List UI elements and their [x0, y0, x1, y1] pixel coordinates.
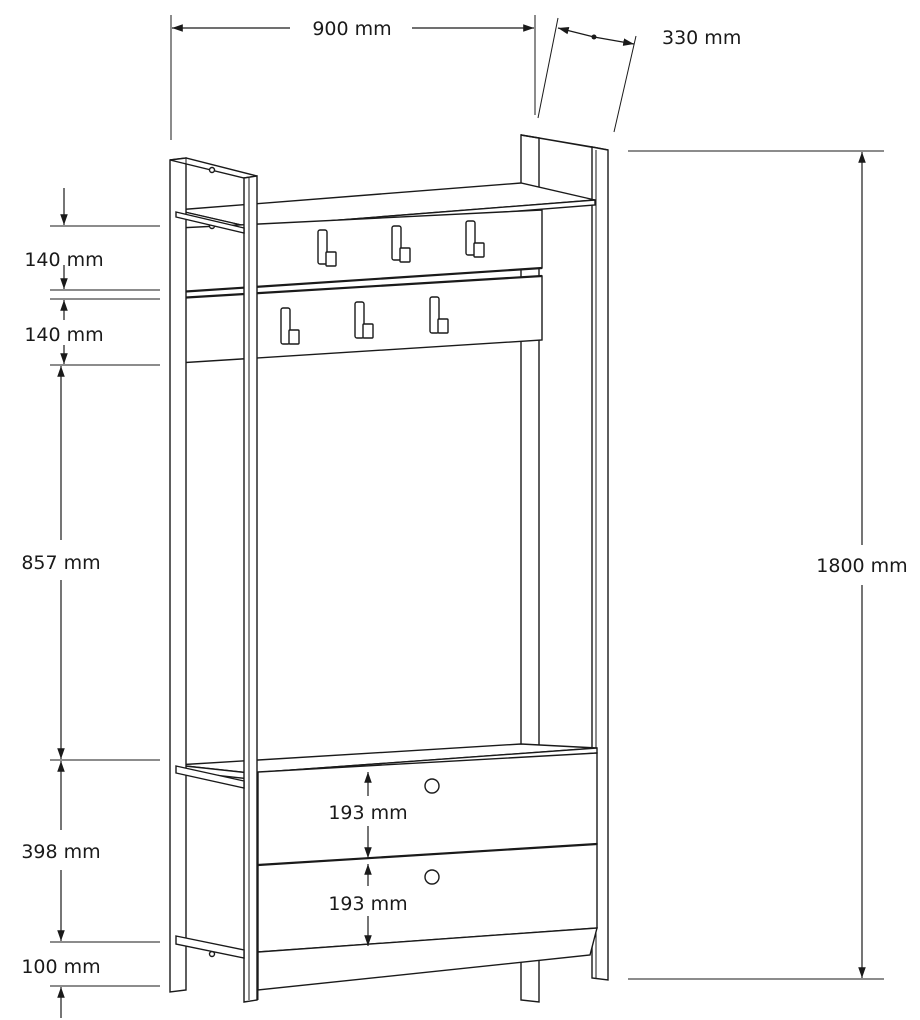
hook-icon — [354, 301, 374, 339]
depth-label: 330 mm — [662, 27, 741, 49]
hook-icon — [280, 307, 300, 345]
upper-hooks — [317, 220, 485, 267]
drawer-bottom — [257, 842, 598, 953]
height-dimension: 1800 mm — [628, 150, 908, 980]
front-left-post — [169, 157, 258, 1003]
hall-stand — [169, 134, 609, 1003]
left-dimensions: 140 mm 140 mm 857 mm 398 mm 100 mm — [21, 188, 160, 1018]
panel-bottom-label: 140 mm — [24, 324, 103, 346]
upper-hook-panel — [177, 209, 543, 294]
drawer-bottom-label: 193 mm — [328, 893, 407, 915]
depth-dimension: 330 mm — [537, 17, 741, 133]
hook-icon — [429, 296, 449, 334]
hook-icon — [391, 225, 411, 263]
panel-top-label: 140 mm — [24, 249, 103, 271]
plinth — [257, 927, 598, 1000]
hook-icon — [317, 229, 337, 267]
lower-hook-panel — [177, 274, 543, 364]
width-dimension: 900 mm — [170, 15, 536, 140]
drawer-dimensions: 193 mm 193 mm — [328, 772, 408, 946]
drawer-section-label: 398 mm — [21, 841, 100, 863]
hook-icon — [465, 220, 485, 258]
base-label: 100 mm — [21, 956, 100, 978]
height-label: 1800 mm — [816, 555, 907, 577]
lower-hooks — [280, 296, 449, 345]
knob-icon — [424, 869, 440, 885]
knob-icon — [424, 778, 440, 794]
left-side-rails — [175, 211, 245, 959]
drawer-top-label: 193 mm — [328, 802, 407, 824]
width-label: 900 mm — [312, 18, 391, 40]
open-section-label: 857 mm — [21, 552, 100, 574]
